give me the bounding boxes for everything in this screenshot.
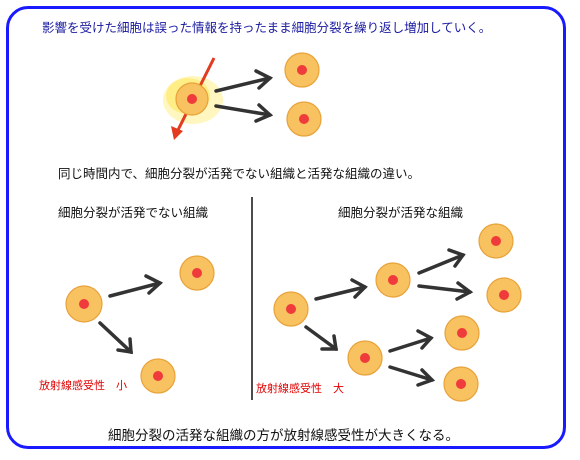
arrow-left-1 (108, 274, 164, 298)
arrow-top-2 (214, 103, 274, 123)
intro-text: 影響を受けた細胞は誤った情報を持ったまま細胞分裂を繰り返し増加していく。 (42, 20, 492, 35)
arrow-right-5 (388, 329, 434, 353)
comparison-text: 同じ時間内で、細胞分裂が活発でない組織と活発な組織の違い。 (58, 166, 421, 181)
cell-right-gen1-upper (375, 262, 411, 298)
cell-right-gen2-3 (444, 315, 480, 351)
arrow-right-2 (304, 325, 339, 351)
cell-right-gen2-2 (486, 277, 522, 313)
cell-left-daughter-1 (179, 255, 215, 291)
arrow-top-1 (214, 69, 274, 93)
cell-right-gen2-1 (478, 223, 514, 259)
right-panel-heading: 細胞分裂が活発な組織 (338, 205, 464, 220)
left-sensitivity-label: 放射線感受性 小 (39, 379, 127, 392)
cell-top-daughter-2 (286, 101, 322, 137)
arrow-left-2 (98, 321, 133, 355)
arrow-right-6 (388, 365, 436, 387)
diagram-frame (6, 6, 566, 449)
cell-right-gen1-lower (347, 340, 383, 376)
cell-right-gen2-4 (443, 366, 479, 402)
arrow-right-3 (417, 248, 466, 275)
cell-top-daughter-1 (284, 52, 320, 88)
conclusion-text: 細胞分裂の活発な組織の方が放射線感受性が大きくなる。 (108, 428, 459, 444)
arrow-right-4 (417, 281, 474, 301)
cell-left-parent (65, 285, 103, 323)
arrow-right-1 (314, 278, 368, 301)
cell-left-daughter-2 (140, 358, 176, 394)
cell-irradiated (175, 82, 209, 116)
right-sensitivity-label: 放射線感受性 大 (256, 382, 344, 395)
cell-right-parent (273, 291, 309, 327)
left-panel-heading: 細胞分裂が活発でない組織 (58, 205, 209, 220)
